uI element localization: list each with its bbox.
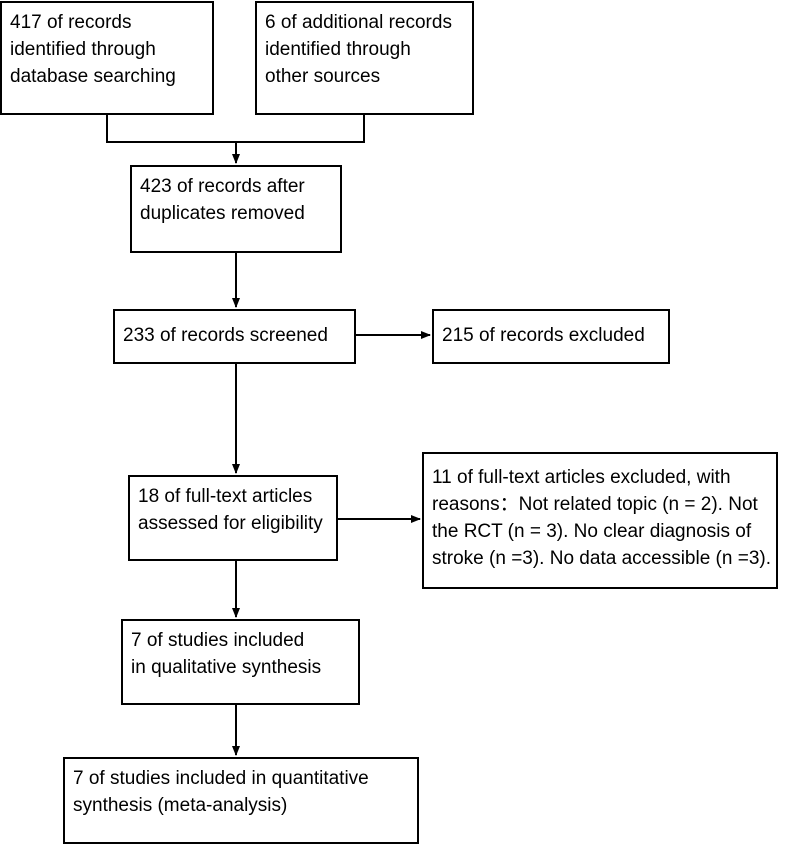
qualitative-box: 7 of studies included in qualitative syn… <box>121 619 360 705</box>
fulltext-excluded-line-3: the RCT (n = 3). No clear diagnosis of <box>432 521 752 542</box>
screened-line-1: 233 of records screened <box>123 325 328 346</box>
fulltext-excluded-line-2: reasons：Not related topic (n = 2). Not <box>432 494 758 515</box>
records-other-line-3: other sources <box>265 66 381 87</box>
fulltext-excluded-box: 11 of full-text articles excluded, with … <box>422 452 778 589</box>
quantitative-line-1: 7 of studies included in quantitative <box>73 768 369 789</box>
records-database-line-2: identified through <box>10 39 156 60</box>
quantitative-box: 7 of studies included in quantitative sy… <box>63 757 419 844</box>
records-other-box: 6 of additional records identified throu… <box>255 1 474 115</box>
records-database-line-3: database searching <box>10 66 176 87</box>
after-duplicates-box: 423 of records after duplicates removed <box>130 165 342 253</box>
fulltext-excluded-line-4: stroke (n =3). No data accessible (n =3)… <box>432 548 771 569</box>
screened-box: 233 of records screened <box>113 309 356 364</box>
fulltext-assessed-line-1: 18 of full-text articles <box>138 486 313 507</box>
records-excluded-line-1: 215 of records excluded <box>442 325 645 346</box>
records-other-line-1: 6 of additional records <box>265 12 452 33</box>
fulltext-assessed-line-2: assessed for eligibility <box>138 513 323 534</box>
quantitative-line-2: synthesis (meta-analysis) <box>73 795 288 816</box>
qualitative-line-1: 7 of studies included <box>131 630 305 651</box>
records-database-box: 417 of records identified through databa… <box>0 1 214 115</box>
fulltext-assessed-box: 18 of full-text articles assessed for el… <box>128 475 338 561</box>
qualitative-line-2: in qualitative synthesis <box>131 657 322 678</box>
records-database-line-1: 417 of records <box>10 12 132 33</box>
after-duplicates-line-1: 423 of records after <box>140 176 305 197</box>
records-other-line-2: identified through <box>265 39 411 60</box>
after-duplicates-line-2: duplicates removed <box>140 203 305 224</box>
records-excluded-box: 215 of records excluded <box>432 309 670 364</box>
fulltext-excluded-line-1: 11 of full-text articles excluded, with <box>432 467 731 488</box>
